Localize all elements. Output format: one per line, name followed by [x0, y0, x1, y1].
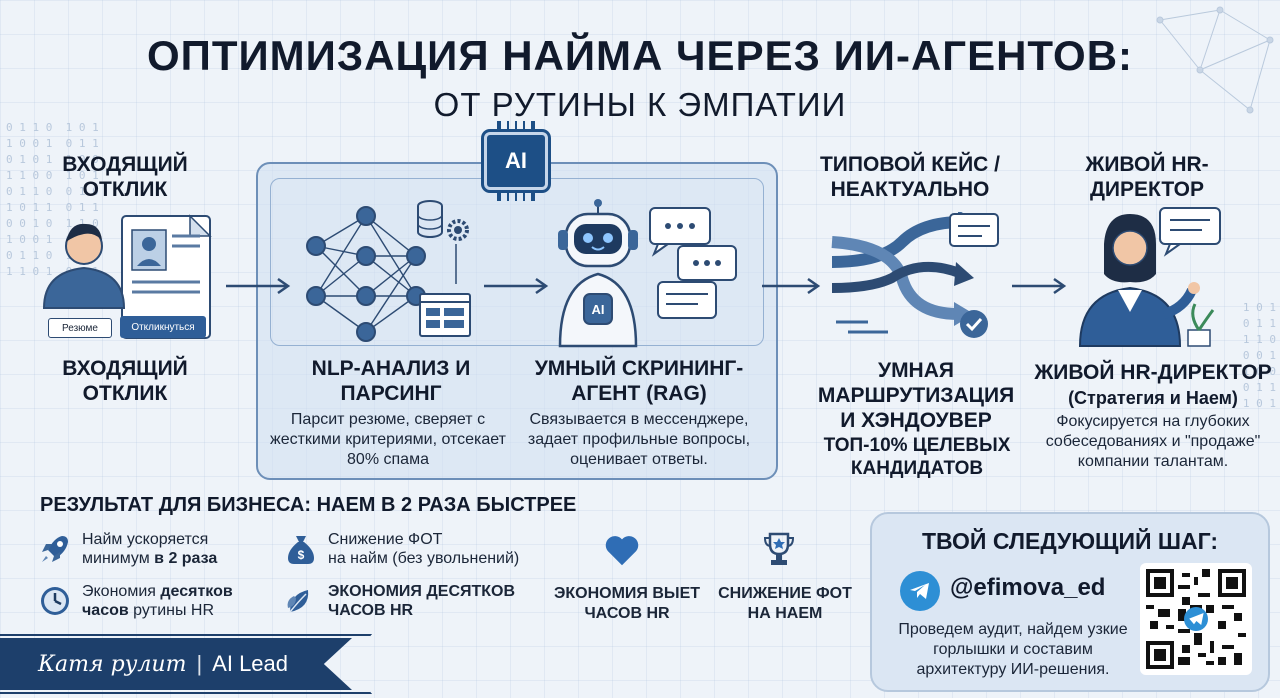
brand-banner: Катя рулит | AI Lead — [0, 638, 352, 690]
next-step-title: ТВОЙ СЛЕДУЮЩИЙ ШАГ: — [921, 528, 1219, 554]
rocket-icon — [42, 536, 68, 562]
qr-code[interactable] — [1140, 563, 1252, 675]
binary-decor-right: 1 0 1 0 1 1 1 1 0 0 0 1 1 0 0 0 1 1 1 0 … — [1242, 301, 1276, 410]
page-subtitle: ОТ РУТИНЫ К ЭМПАТИИ — [433, 86, 847, 123]
incoming-top-label: ВХОДЯЩИЙ ОТКЛИК — [62, 153, 188, 201]
result-hours-saved: ЭКОНОМИЯ ВЫЕТ ЧАСОВ HR — [553, 585, 701, 622]
incoming-title: ВХОДЯЩИЙ ОТКЛИК — [62, 357, 188, 405]
resume-button[interactable]: Резюме — [48, 318, 112, 338]
telegram-handle-link[interactable]: @efimova_ed — [950, 574, 1106, 601]
agent-description: Связывается в мессенджере, задает профил… — [527, 411, 751, 468]
director-description: Фокусируется на глубоких собеседованиях … — [1045, 413, 1261, 470]
nlp-title: NLP-АНАЛИЗ И ПАРСИНГ — [311, 357, 471, 405]
result-payroll-line2: на найм (без увольнений) — [328, 550, 520, 567]
routing-arrows-icon — [831, 212, 999, 338]
routing-title: УМНАЯ МАРШРУТИЗАЦИЯ И ХЭНДОУВЕР — [817, 359, 1015, 432]
results-title: РЕЗУЛЬТАТ ДЛЯ БИЗНЕСА: НАЕМ В 2 РАЗА БЫС… — [40, 494, 577, 516]
ai-chip-badge: AI — [484, 121, 548, 201]
arrow-right-icon — [226, 277, 291, 295]
clock-icon — [41, 587, 69, 615]
result-hours: Экономия десятков часов рутины HR — [38, 582, 233, 620]
neural-network-icon — [306, 200, 471, 342]
svg-text:$: $ — [298, 548, 305, 562]
network-decor — [1156, 6, 1274, 114]
page-title: ОПТИМИЗАЦИЯ НАЙМА ЧЕРЕЗ ИИ-АГЕНТОВ: — [146, 32, 1134, 79]
heart-icon — [605, 536, 639, 566]
next-step-description: Проведем аудит, найдем узкие горлышки и … — [898, 621, 1128, 678]
result-payroll-text: Снижение ФОТ на найм (без увольнений) — [328, 530, 519, 568]
robot-agent-icon: AI — [558, 199, 737, 348]
money-bag-icon: $ — [288, 536, 314, 564]
hr-director-icon — [1078, 207, 1221, 347]
result-hours-emphasis2: часов — [82, 602, 129, 619]
result-payroll-cut: СНИЖЕНИЕ ФОТ НА НАЕМ — [718, 585, 852, 622]
svg-text:AI: AI — [592, 302, 605, 317]
result-payroll-line1: Снижение ФОТ — [328, 531, 443, 548]
arrow-right-icon — [484, 277, 549, 295]
result-hours-part2: рутины HR — [128, 602, 215, 619]
leaf-icon — [287, 590, 309, 613]
agent-title: УМНЫЙ СКРИНИНГ-АГЕНТ (RAG) — [534, 357, 744, 405]
trophy-icon — [763, 532, 795, 565]
result-speedup-line2: минимум — [82, 550, 155, 567]
binary-decor-left: 0 1 1 0 1 0 1 1 0 0 1 0 1 1 0 1 0 1 1 0 … — [6, 121, 99, 278]
arrow-right-icon — [1012, 277, 1067, 295]
routing-top-label: ТИПОВОЙ КЕЙС / НЕАКТУАЛЬНО — [819, 153, 1000, 201]
result-speedup: Найм ускоряется минимум в 2 раза — [38, 530, 217, 568]
result-hours-part1: Экономия — [82, 583, 161, 600]
qr-pattern-icon — [1146, 569, 1246, 669]
result-speedup-line1: Найм ускоряется — [82, 531, 209, 548]
result-hours-hr-text: ЭКОНОМИЯ ДЕСЯТКОВ ЧАСОВ HR — [328, 583, 516, 619]
telegram-plane-icon — [910, 583, 929, 599]
ai-chip-label: AI — [505, 148, 527, 173]
respond-button[interactable]: Откликнуться — [120, 316, 206, 338]
brand-lead: AI Lead — [212, 651, 289, 676]
result-hours-text: Экономия десятков часов рутины HR — [82, 582, 233, 620]
nlp-description: Парсит резюме, сверяет с жесткими критер… — [270, 411, 506, 468]
telegram-icon[interactable] — [900, 571, 940, 611]
brand-script-name: Катя рулит — [38, 651, 187, 677]
result-hours-hr: ЭКОНОМИЯ ДЕСЯТКОВ ЧАСОВ HR — [284, 582, 518, 620]
routing-subtitle: ТОП-10% ЦЕЛЕВЫХ КАНДИДАТОВ — [823, 435, 1011, 479]
candidate-icon — [42, 214, 212, 339]
director-title-sub: (Стратегия и Наем) — [1068, 388, 1238, 408]
director-title: ЖИВОЙ HR-ДИРЕКТОР — [1034, 361, 1272, 384]
result-speedup-text: Найм ускоряется минимум в 2 раза — [82, 530, 217, 568]
result-payroll: $ Снижение ФОТ на найм (без увольнений) — [284, 530, 519, 568]
result-speedup-emphasis: в 2 раза — [154, 550, 218, 567]
brand-separator: | — [196, 651, 203, 676]
result-hours-emphasis1: десятков — [160, 583, 233, 600]
arrow-right-icon — [762, 277, 821, 295]
director-top-label: ЖИВОЙ HR-ДИРЕКТОР — [1085, 153, 1209, 201]
